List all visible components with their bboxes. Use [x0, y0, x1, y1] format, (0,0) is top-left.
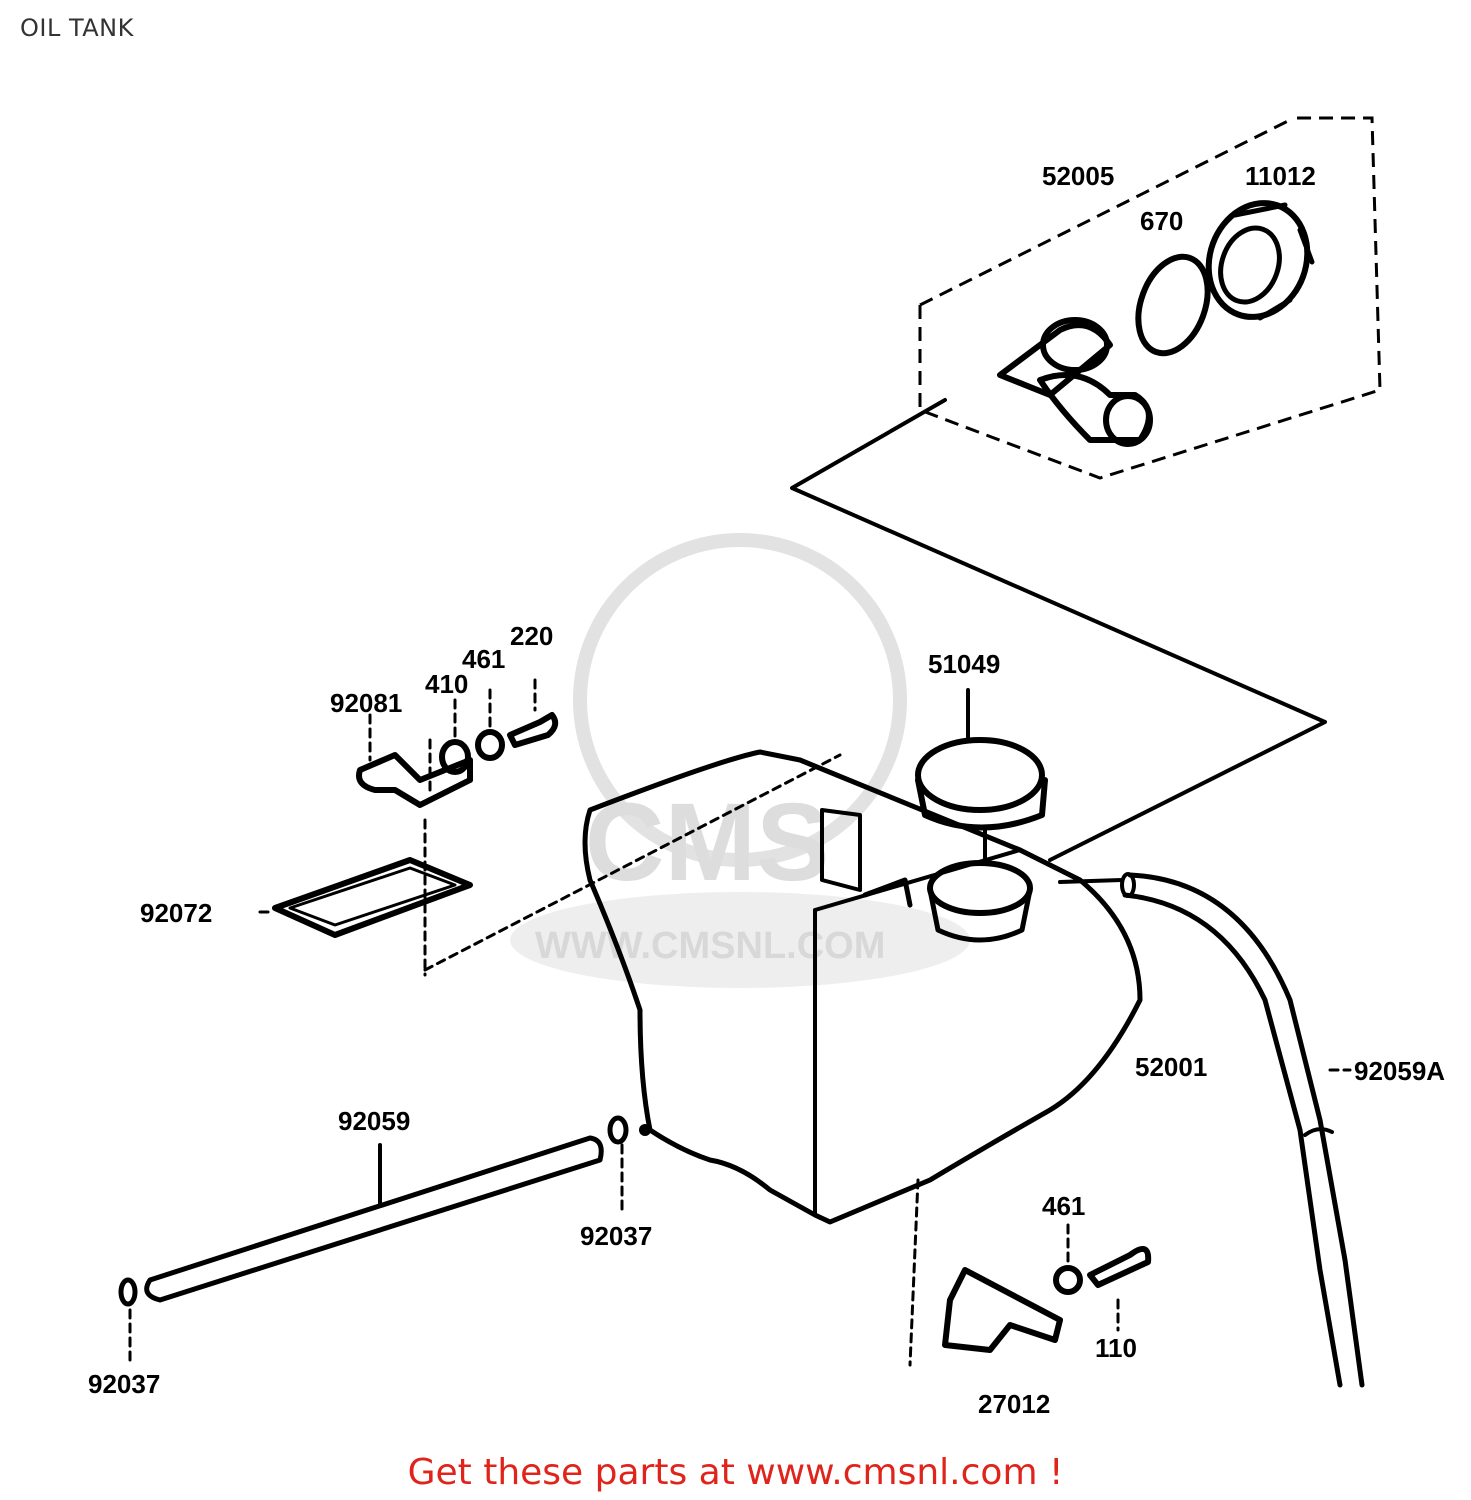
- page-title: OIL TANK: [20, 14, 134, 42]
- part-label[interactable]: 11012: [1245, 161, 1316, 191]
- hose-92059a: [1058, 872, 1365, 1388]
- breather-assembly: [790, 116, 1382, 862]
- hose-92059: [118, 1115, 651, 1362]
- part-label[interactable]: 92037: [580, 1221, 652, 1251]
- part-label[interactable]: 92081: [330, 688, 402, 718]
- part-label[interactable]: 27012: [978, 1389, 1050, 1419]
- bracket-27012-group: [908, 1178, 1152, 1367]
- footer-link[interactable]: Get these parts at www.cmsnl.com !: [407, 1452, 1064, 1493]
- o-ring-670: [1135, 253, 1211, 357]
- part-label[interactable]: 52005: [1042, 161, 1114, 191]
- part-label[interactable]: 461: [1042, 1191, 1085, 1221]
- part-label[interactable]: 670: [1140, 206, 1183, 236]
- watermark-site: WWW.CMSNL.COM: [535, 925, 885, 967]
- part-label[interactable]: 461: [462, 644, 505, 674]
- part-label[interactable]: 51049: [928, 649, 1000, 679]
- part-label[interactable]: 110: [1095, 1333, 1137, 1363]
- part-label[interactable]: 92072: [140, 898, 212, 928]
- part-label[interactable]: 52001: [1135, 1052, 1207, 1082]
- watermark-logo: CMS: [585, 781, 829, 904]
- gasket-92072: [258, 753, 842, 977]
- watermark: CMS WWW.CMSNL.COM: [510, 533, 970, 988]
- bracket-92081-group: [356, 678, 559, 808]
- cap-51049: [915, 688, 1048, 862]
- part-labels: 52005 11012 670 51049 220 461 410 92081 …: [88, 161, 1445, 1419]
- part-label[interactable]: 220: [510, 621, 553, 651]
- part-label[interactable]: 92037: [88, 1369, 160, 1399]
- part-label[interactable]: 410: [425, 669, 468, 699]
- part-label[interactable]: 92059: [338, 1106, 410, 1136]
- part-label[interactable]: 92059A: [1354, 1056, 1445, 1086]
- breather-plug: [997, 317, 1153, 447]
- exploded-parts-diagram: CMS WWW.CMSNL.COM: [88, 116, 1445, 1419]
- fitting-11012: [1205, 200, 1315, 321]
